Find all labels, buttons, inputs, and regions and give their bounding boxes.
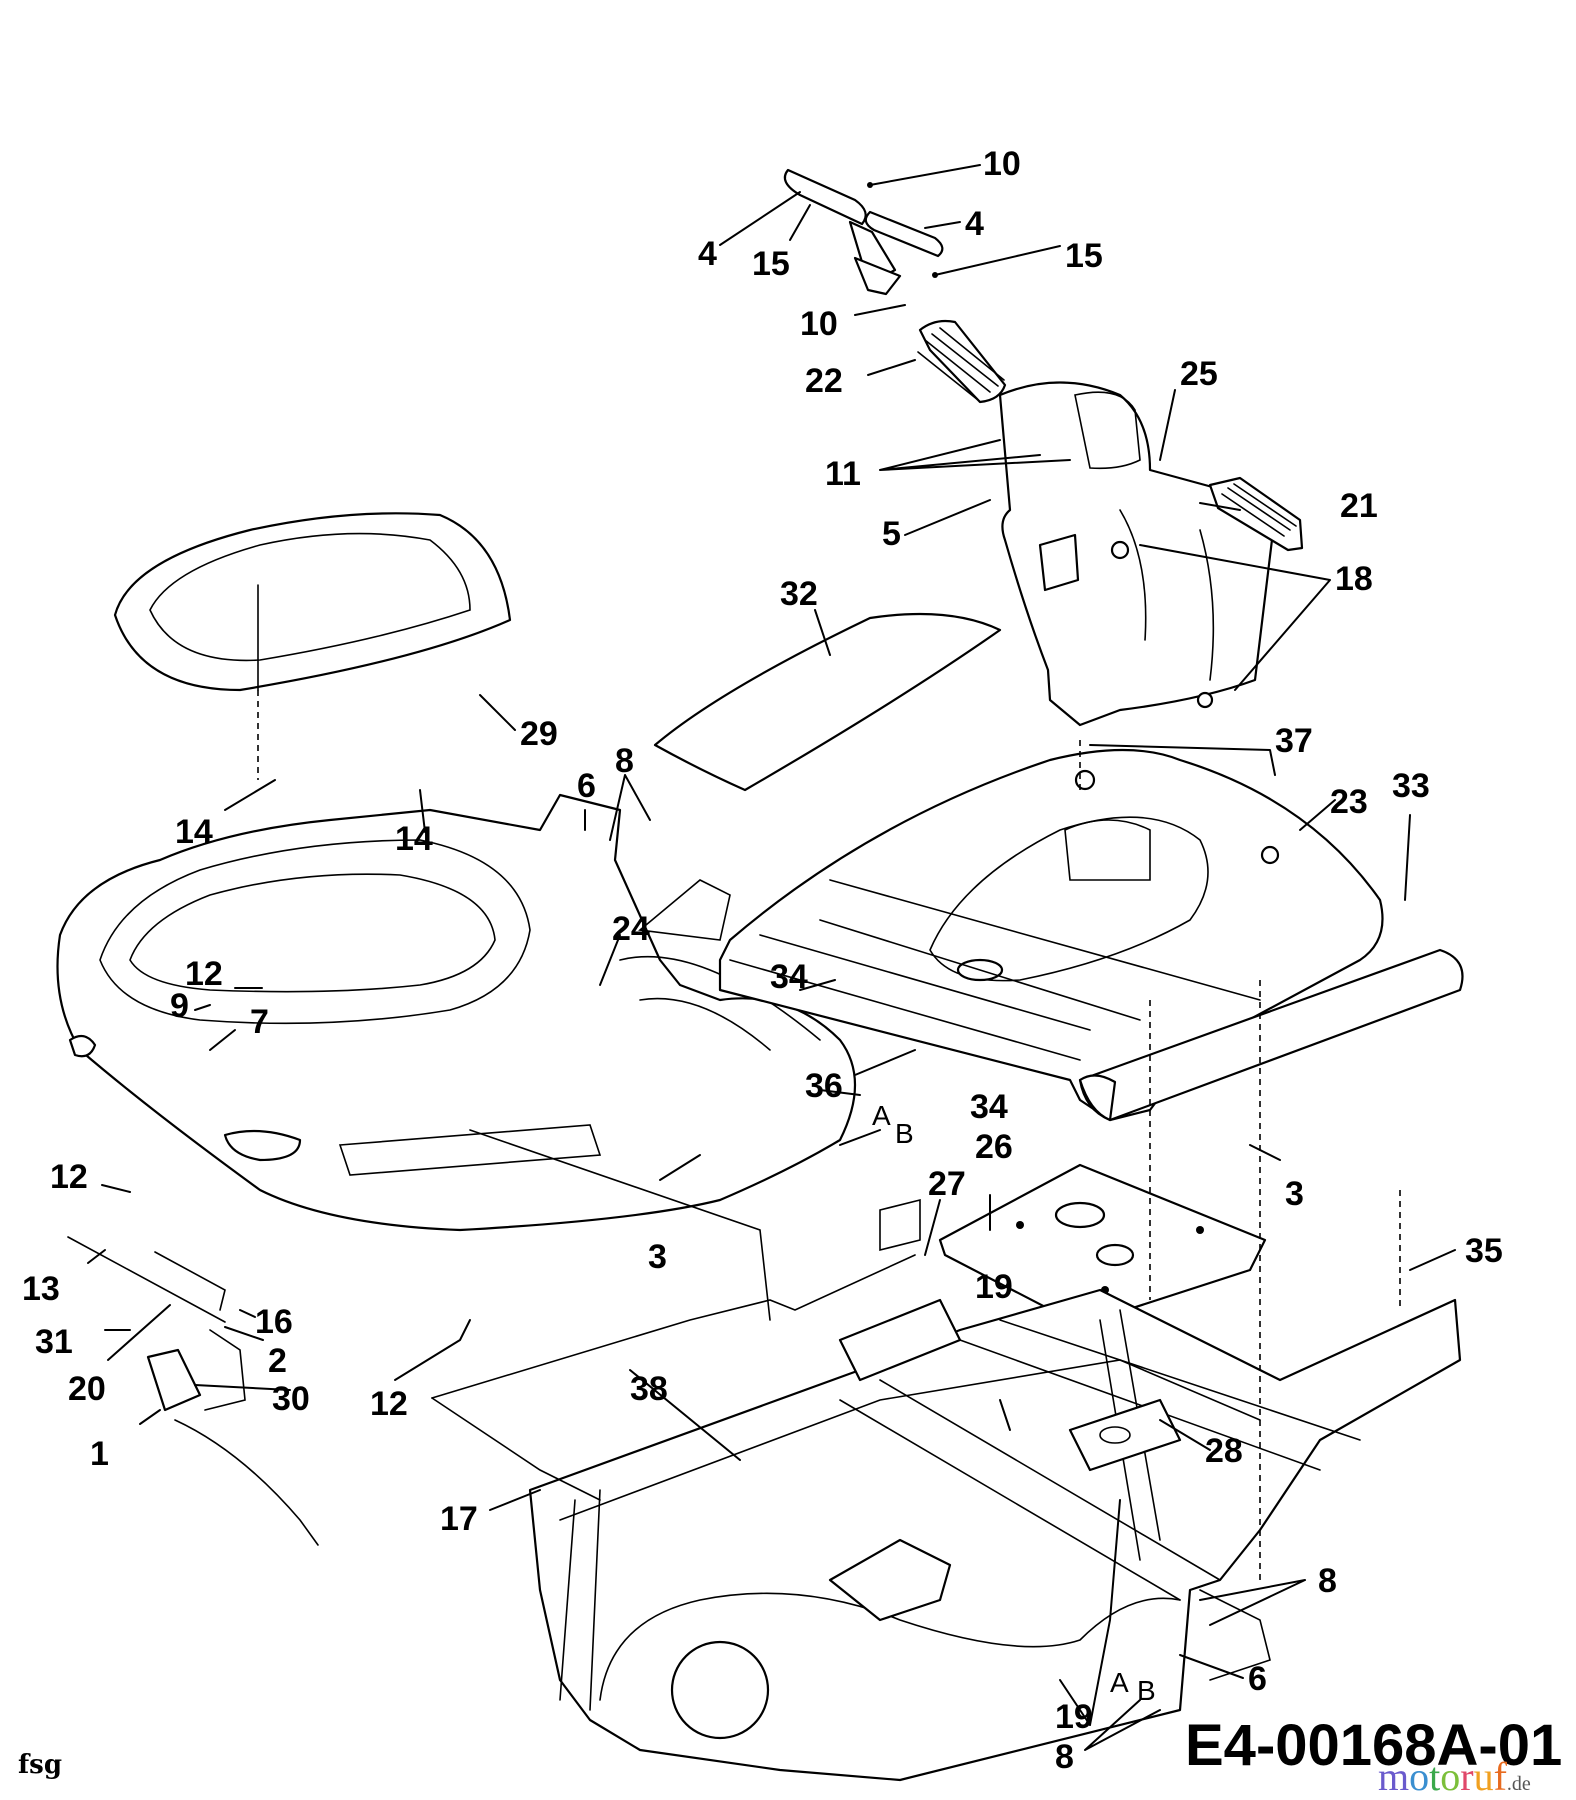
callout-6: 6 [577, 767, 596, 805]
callout-35: 35 [1465, 1232, 1503, 1270]
callout-22: 22 [805, 362, 843, 400]
callout-38: 38 [630, 1370, 668, 1408]
callout-27: 27 [928, 1165, 966, 1203]
assembly-lines [257, 690, 1401, 1580]
callout-8: 8 [1318, 1562, 1337, 1600]
rear-body-shell [56, 793, 856, 1232]
callout-5: 5 [882, 515, 901, 553]
front-bumper-bar [1078, 948, 1464, 1122]
side-cable-and-bracket [67, 1236, 319, 1546]
callout-26: 26 [975, 1128, 1013, 1166]
callout-16: 16 [255, 1303, 293, 1341]
callouts: 10 4 4 15 15 10 22 25 11 21 5 18 32 29 8… [22, 145, 1503, 1776]
callout-24: 24 [612, 910, 650, 948]
callout-28: 28 [1205, 1432, 1243, 1470]
corner-mark: fsg [18, 1750, 62, 1780]
callout-19: 19 [975, 1268, 1013, 1306]
callout-10: 10 [800, 305, 838, 343]
callout-21: 21 [1340, 487, 1378, 525]
chassis-frame [528, 1198, 1462, 1782]
callout-8: 8 [1055, 1738, 1074, 1776]
callout-17: 17 [440, 1500, 478, 1538]
callout-29: 29 [520, 715, 558, 753]
callout-32: 32 [780, 575, 818, 613]
front-body-shell [718, 748, 1384, 1122]
watermark-text: motoruf.de [1378, 1754, 1531, 1799]
callout-15: 15 [1065, 237, 1103, 275]
callout-4: 4 [698, 235, 717, 273]
callout-25: 25 [1180, 355, 1218, 393]
leader-lines [87, 164, 1456, 1751]
callout-3: 3 [1285, 1175, 1304, 1213]
callout-36: 36 [805, 1067, 843, 1105]
callout-1: 1 [90, 1435, 109, 1473]
callout-9: 9 [170, 987, 189, 1025]
callout-11: 11 [825, 455, 861, 493]
callout-3: 3 [648, 1238, 667, 1276]
callout-30: 30 [272, 1380, 310, 1418]
callout-B: B [895, 1118, 914, 1149]
callout-B: B [1137, 1675, 1156, 1706]
under-panel [431, 1129, 916, 1501]
callout-6: 6 [1248, 1660, 1267, 1698]
drawing-number: E4-00168A-01 [1185, 1713, 1562, 1778]
callout-12: 12 [50, 1158, 88, 1196]
callout-19: 19 [1055, 1698, 1093, 1736]
callout-14: 14 [395, 820, 433, 858]
callout-18: 18 [1335, 560, 1373, 598]
grille-insert [1208, 476, 1304, 552]
callout-2: 2 [268, 1342, 287, 1380]
callout-33: 33 [1392, 767, 1430, 805]
callout-7: 7 [250, 1003, 269, 1041]
dashboard-cover [998, 381, 1277, 727]
callout-4: 4 [965, 205, 984, 243]
callout-31: 31 [35, 1323, 73, 1361]
seat-cover [113, 512, 512, 692]
callout-8: 8 [615, 742, 634, 780]
callout-15: 15 [752, 245, 790, 283]
callout-23: 23 [1330, 783, 1368, 821]
callout-34: 34 [970, 1088, 1008, 1126]
footplate [938, 1163, 1267, 1327]
steering-handle-assembly [783, 168, 944, 296]
callout-14: 14 [175, 813, 213, 851]
callout-34: 34 [770, 958, 808, 996]
callout-37: 37 [1275, 722, 1313, 760]
callout-10: 10 [983, 145, 1021, 183]
steering-boot [917, 319, 1007, 404]
callout-12: 12 [185, 955, 223, 993]
watermark: motoruf.de [1378, 1754, 1531, 1799]
callout-12: 12 [370, 1385, 408, 1423]
callout-A: A [872, 1100, 891, 1131]
callout-A: A [1110, 1667, 1129, 1698]
floor-mat [653, 612, 1002, 792]
callout-13: 13 [22, 1270, 60, 1308]
callout-20: 20 [68, 1370, 106, 1408]
